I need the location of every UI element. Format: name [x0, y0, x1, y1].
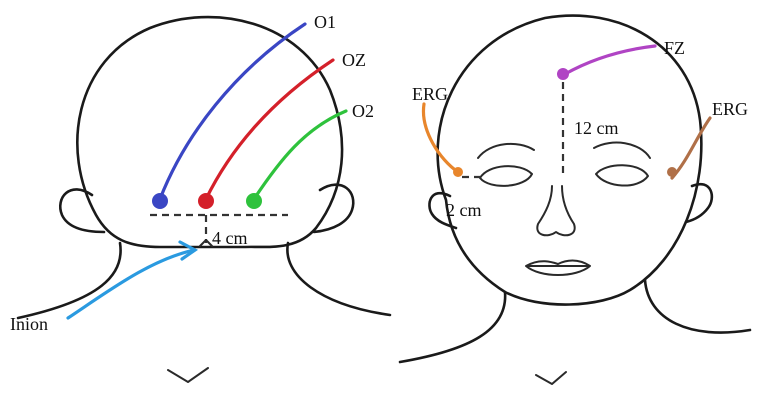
erg-right-electrode — [667, 167, 677, 177]
distance-4cm-label: 4 cm — [212, 228, 248, 248]
back-neck-right — [287, 243, 390, 315]
o2-label: O2 — [352, 101, 374, 121]
erg-right-label: ERG — [712, 99, 748, 119]
left-eye — [480, 166, 532, 186]
o1-label: O1 — [314, 12, 336, 32]
inion-label: Inion — [10, 314, 48, 334]
back-spine-mark — [168, 368, 208, 382]
right-eye — [596, 165, 648, 185]
o1-wire — [160, 24, 305, 199]
oz-label: OZ — [342, 50, 366, 70]
fz-label: FZ — [664, 38, 685, 58]
back-neck-left — [18, 243, 121, 318]
erg-left-wire — [423, 104, 458, 172]
distance-2cm-label: 2 cm — [446, 200, 482, 220]
back-head-view: 4 cm O1 OZ O2 Inion — [10, 12, 390, 382]
inion-arrow-line — [68, 250, 194, 318]
front-head-view: 12 cm 2 cm FZ ERG ERG — [400, 16, 750, 384]
front-collar-mark — [536, 372, 566, 384]
back-head-outline — [77, 17, 342, 247]
oz-electrode — [198, 193, 214, 209]
nose — [537, 186, 574, 235]
distance-12cm-label: 12 cm — [574, 118, 619, 138]
mouth — [526, 261, 590, 276]
o1-electrode — [152, 193, 168, 209]
fz-wire — [565, 46, 655, 74]
back-left-ear — [60, 189, 104, 232]
erg-right-wire — [672, 118, 710, 178]
right-eyebrow — [594, 143, 650, 158]
o2-electrode — [246, 193, 262, 209]
front-neck-right — [645, 280, 750, 333]
erg-left-electrode — [453, 167, 463, 177]
erg-left-label: ERG — [412, 84, 448, 104]
fz-electrode — [557, 68, 569, 80]
front-right-ear — [686, 184, 712, 222]
front-neck-left — [400, 292, 505, 362]
left-eyebrow — [478, 144, 534, 158]
